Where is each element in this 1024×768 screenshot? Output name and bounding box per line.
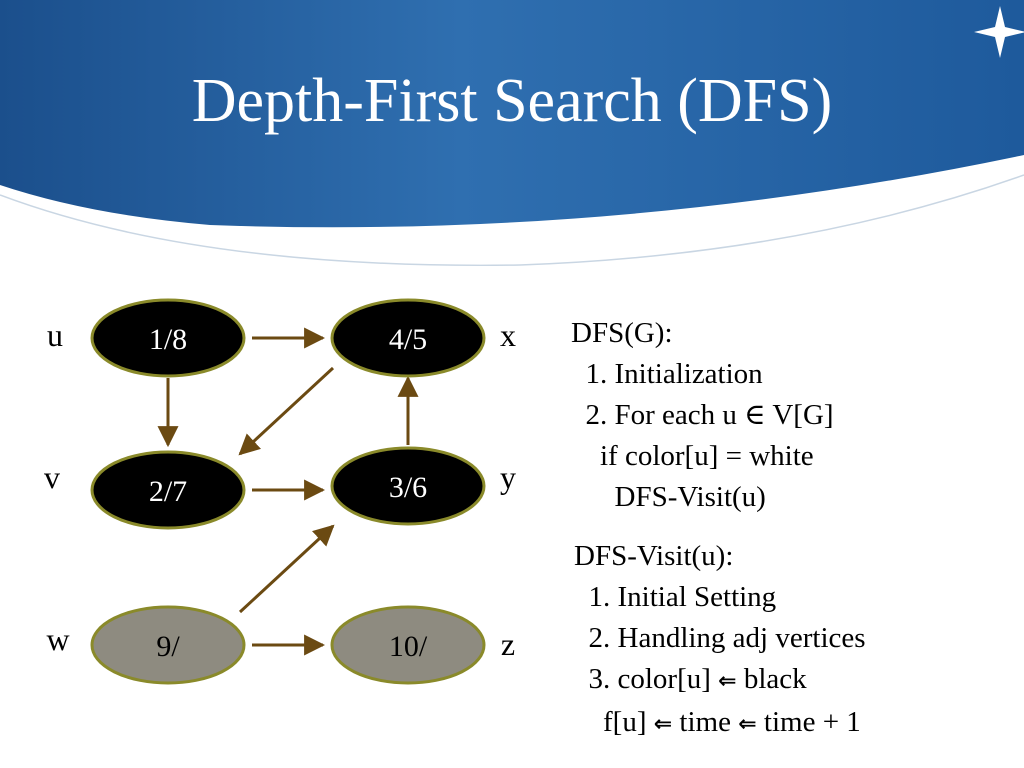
vertex-ellipse [330, 446, 486, 526]
code-text: 1. Initialization [585, 358, 763, 390]
edge-x-v [238, 366, 335, 456]
vertex-name-label: w [46, 621, 69, 657]
header-wave [0, 0, 1024, 228]
star-logo-icon [974, 6, 1024, 58]
vertex-z: 10/z [330, 605, 515, 685]
vertex-name-label: u [47, 317, 63, 353]
code-text: 1. Initial Setting [588, 581, 777, 613]
dfs-line: if color[u] = white [571, 436, 834, 477]
dfs-line: 1. Initialization [571, 354, 834, 395]
dfs-line: 2. For each u ∈ V[G] [571, 395, 834, 436]
edges-layer [157, 327, 419, 656]
nodes-layer: 1/8 u 4/5 x 2/7 v 3/6 y 9/w 10/z [44, 298, 516, 685]
code-text: f[u] [603, 706, 654, 738]
vertex-ellipse [90, 450, 246, 530]
vertex-times: 2/7 [149, 475, 187, 508]
code-text: time [672, 706, 739, 738]
dfs-visit-pseudocode: DFS-Visit(u): 1. Initial Setting 2. Hand… [574, 536, 866, 745]
vertex-times: 10/ [389, 630, 428, 663]
vertex-ellipse [330, 298, 486, 378]
dfs-line: DFS-Visit(u) [571, 477, 834, 518]
code-text: ∈ [744, 399, 766, 431]
left-arrow-icon: ⇐ [718, 669, 737, 694]
code-text: DFS-Visit(u) [614, 481, 766, 513]
code-text: 3. color[u] [588, 663, 719, 695]
code-text: time + 1 [756, 706, 861, 738]
vertex-y: 3/6 y [330, 446, 516, 526]
dfs-visit-line: 1. Initial Setting [574, 577, 866, 618]
vertex-ellipse [90, 605, 246, 685]
slide-title: Depth-First Search (DFS) [191, 67, 833, 135]
dfs-visit-line: 3. color[u] ⇐ black [574, 659, 866, 702]
code-text: V[G] [765, 399, 834, 431]
vertex-name-label: y [500, 459, 516, 495]
vertex-name-label: x [500, 317, 516, 353]
dfs-line: DFS(G): [571, 313, 834, 354]
vertex-times: 9/ [156, 630, 180, 663]
code-text: black [736, 663, 807, 695]
vertex-name-label: z [501, 626, 515, 662]
vertex-times: 1/8 [149, 323, 187, 356]
vertex-times: 4/5 [389, 323, 427, 356]
dfs-visit-line: f[u] ⇐ time ⇐ time + 1 [574, 702, 866, 745]
code-text: DFS-Visit(u): [574, 540, 734, 572]
code-text: if color[u] = white [600, 440, 814, 472]
vertex-x: 4/5 x [330, 298, 516, 378]
left-arrow-icon: ⇐ [738, 712, 757, 737]
dfs-pseudocode: DFS(G): 1. Initialization 2. For each u … [571, 313, 834, 518]
vertex-ellipse [90, 298, 246, 378]
vertex-name-label: v [44, 459, 60, 495]
dfs-visit-line: DFS-Visit(u): [574, 536, 866, 577]
vertex-u: 1/8 u [47, 298, 246, 378]
code-text: 2. Handling adj vertices [588, 622, 866, 654]
edge-w-y [238, 524, 335, 614]
vertex-w: 9/w [46, 605, 246, 685]
header-wave-line [0, 174, 1024, 267]
code-text: DFS(G): [571, 317, 673, 349]
left-arrow-icon: ⇐ [653, 712, 673, 737]
vertex-v: 2/7 v [44, 450, 246, 530]
vertex-ellipse [330, 605, 486, 685]
dfs-visit-line: 2. Handling adj vertices [574, 618, 866, 659]
code-text: 2. For each u [585, 399, 745, 431]
vertex-times: 3/6 [389, 471, 427, 504]
